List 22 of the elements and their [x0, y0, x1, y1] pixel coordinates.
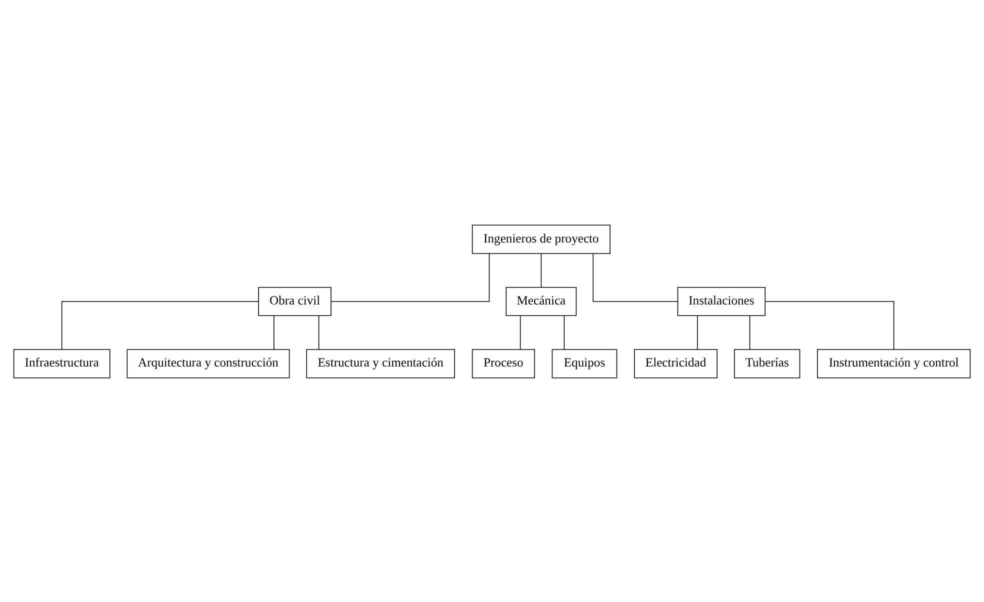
node-box: Electricidad	[634, 348, 718, 378]
connector	[749, 315, 750, 350]
node-box: Arquitectura y construcción	[126, 348, 290, 378]
node-box: Instalaciones	[677, 286, 766, 316]
connector	[564, 315, 565, 350]
node-box: Infraestructura	[13, 348, 110, 378]
connector	[520, 315, 521, 350]
connector	[764, 300, 894, 350]
node-box: Mecánica	[506, 286, 577, 316]
node-box: Estructura y cimentación	[306, 348, 455, 378]
node-box: Instrumentación y control	[817, 348, 971, 378]
connector	[330, 252, 490, 302]
node-box: Proceso	[472, 348, 535, 378]
connector	[318, 315, 320, 350]
node-box: Ingenieros de proyecto	[472, 224, 610, 254]
node-box: Obra civil	[258, 286, 332, 316]
connector	[61, 300, 259, 350]
connector	[540, 252, 542, 288]
node-box: Equipos	[552, 348, 618, 378]
node-box: Tuberías	[734, 348, 800, 378]
connector	[697, 315, 698, 350]
connector	[592, 252, 678, 302]
